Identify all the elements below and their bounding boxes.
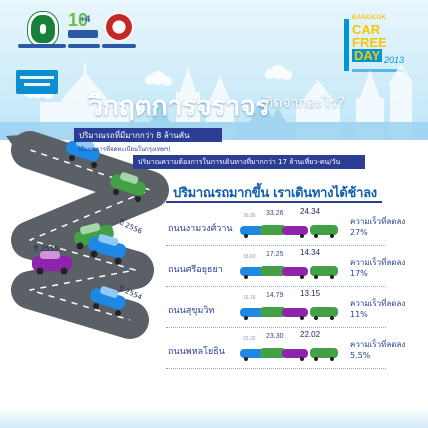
speed-value: 22.02 [300, 330, 321, 339]
page-title: วิกฤตการจราจร [88, 91, 270, 122]
road-arrow-head [6, 134, 36, 164]
car-blue-mid [88, 234, 127, 265]
car-free-day-word-1: CAR [352, 22, 381, 37]
callout-car-count: ปริมาณรถที่มีมากกว่า 8 ล้านคัน [74, 128, 222, 142]
callout-car-count-note: (มีแผนการที่จดทะเบียนในกรุงเทพฯ) [78, 146, 171, 153]
speed-reduction-value: 5.5% [350, 351, 371, 360]
speed-value: 13.15 [300, 289, 321, 298]
car-purple-mid [32, 251, 72, 275]
speed-value: 14.34 [300, 248, 321, 257]
speed-reduction-label: ความเร็วที่ลดลง [350, 258, 406, 267]
callout-travel-demand: ปริมาณความต้องการในการเดินทางที่มากกว่า … [133, 155, 365, 169]
speed-value: 36.95 [243, 213, 256, 219]
table-row: ถนนพหลโยธิน 25.32 23.30 22.02 ความเร็วที… [166, 328, 405, 369]
table-row: ถนนงามวงศ์วาน 36.95 33.26 24.34 ความเร็ว… [166, 205, 405, 246]
speed-reduction-label: ความเร็วที่ลดลง [350, 217, 406, 226]
header-area: 10+4 BANGKOK CAR FREE DAY 2013 [0, 0, 428, 140]
car-free-day-year: 2013 [384, 55, 405, 65]
car-group-icon [240, 348, 338, 361]
bangkok-emblem-logo [28, 12, 58, 46]
speed-reduction-label: ความเร็วที่ลดลง [350, 340, 406, 349]
speed-reduction-value: 11% [350, 310, 368, 319]
speed-value: 14.79 [266, 292, 284, 299]
speed-value: 25.32 [243, 336, 256, 342]
speed-reduction-value: 27% [350, 228, 368, 237]
car-free-day-tagline-bar [352, 69, 404, 72]
car-free-day-kicker: BANGKOK [352, 15, 387, 21]
car-group-icon [240, 266, 338, 279]
seal-logo [104, 12, 134, 42]
logo-caption-bar [18, 44, 66, 48]
speed-reduction-value: 17% [350, 269, 368, 278]
car-blue-bottom [90, 286, 126, 316]
zigzag-road-illustration [6, 131, 169, 339]
logo-caption-bar [102, 44, 136, 48]
road-name: ถนนงามวงศ์วาน [168, 224, 233, 234]
car-free-day-word-2: FREE [352, 35, 387, 50]
table-row: ถนนสุขุมวิท 16.16 14.79 13.15 ความเร็วที… [166, 287, 405, 328]
speed-value: 17.25 [266, 251, 284, 258]
road-name: ถนนสุขุมวิท [168, 306, 215, 316]
road-name: ถนนศรีอยุธยา [168, 265, 223, 275]
road-speed-table: ถนนงามวงศ์วาน 36.95 33.26 24.34 ความเร็ว… [166, 205, 405, 369]
city-campaign-logo: 10+4 [68, 10, 98, 44]
car-free-day-bar [344, 19, 349, 71]
speed-value: 18.60 [243, 254, 256, 260]
page-subtitle: เกิดจากอะไร? [260, 95, 345, 111]
car-group-icon [240, 225, 338, 238]
road-name: ถนนพหลโยธิน [168, 347, 225, 357]
speed-reduction-label: ความเร็วที่ลดลง [350, 299, 406, 308]
table-row: ถนนศรีอยุธยา 18.60 17.25 14.34 ความเร็วท… [166, 246, 405, 287]
car-green-top [110, 172, 146, 202]
car-free-day-word-3: DAY [352, 48, 383, 63]
car-group-icon [240, 307, 338, 320]
bottom-band [0, 408, 428, 428]
speed-value: 33.26 [266, 210, 284, 217]
logo-caption-bar [68, 44, 100, 48]
speed-value: 16.16 [243, 295, 256, 301]
section-heading: ปริมาณรถมากขึ้น เราเดินทางได้ช้าลง [173, 186, 377, 201]
location-label-box [16, 70, 58, 94]
section-heading-divider [166, 201, 382, 203]
road-year-label: ปี 2555 [34, 245, 59, 253]
speed-value: 23.30 [266, 333, 284, 340]
speed-value: 24.34 [300, 207, 321, 216]
